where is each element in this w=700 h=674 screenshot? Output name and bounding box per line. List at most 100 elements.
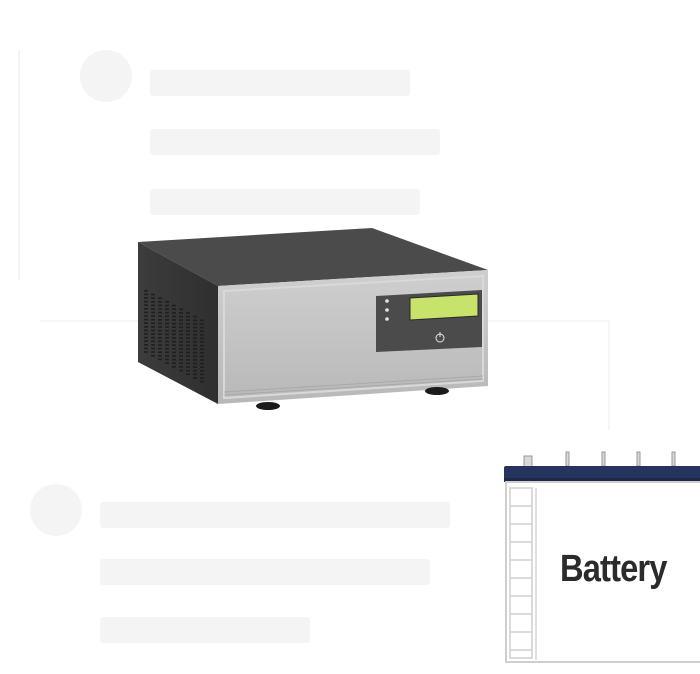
vent-slot [151,336,155,339]
vent-slot [151,340,155,343]
vent-slot [179,330,183,332]
vent-slot [158,308,162,310]
vent-slot [193,377,197,379]
vent-slot [200,366,204,368]
vent-slot [165,301,169,303]
vent-slot [179,355,183,357]
vent-slot [179,322,183,325]
vent-slot [158,344,162,346]
vent-slot [158,340,162,343]
vent-slot [158,315,162,317]
status-led [385,299,389,303]
vent-slot [186,315,190,318]
vent-slot [179,308,183,311]
vent-slot [165,315,169,318]
vent-slot [193,373,197,376]
vent-slot [144,329,148,332]
vent-slot [193,359,197,361]
vent-slot [144,308,148,310]
vent-slot [172,340,176,343]
vent-slot [186,373,190,375]
vent-slot [200,348,204,350]
vent-slot [172,322,176,325]
vent-slot [179,315,183,318]
vent-slot [151,354,155,357]
inverter-foot-right [425,387,449,395]
vent-slot [144,304,148,306]
vent-slot [193,348,197,350]
vent-slot [200,319,204,322]
vent-slot [186,366,190,368]
faint-watermark-text-top [150,52,450,215]
inverter-foot-left [256,402,280,410]
inverter-side-face [138,242,218,404]
vent-slot [144,322,148,324]
vent-slot [186,330,190,332]
vent-slot [179,369,183,372]
vent-slot [193,341,197,343]
vent-slot [172,326,176,328]
battery-body [505,481,700,663]
vent-slot [144,290,148,292]
vent-slot [144,297,148,299]
vent-slot [144,318,148,321]
vent-slot [165,326,169,328]
vent-slot [200,337,204,340]
vent-slot [165,344,169,346]
vent-slot [158,319,162,321]
vent-slot [165,340,169,343]
vent-slot [165,362,169,364]
power-icon [435,332,445,343]
vent-slot [200,352,204,354]
vent-slot [151,304,155,307]
vent-slot [193,323,197,325]
vent-slot [172,333,176,336]
vent-slot [151,293,155,296]
vent-slot [186,333,190,336]
vent-slot [172,308,176,310]
vent-slot [186,323,190,325]
vent-slot [179,348,183,350]
vent-slot [193,369,197,372]
vent-slot [151,300,155,303]
vent-slot [193,326,197,329]
vent-slot [165,304,169,307]
vent-slot [144,300,148,303]
vent-slot [165,358,169,361]
vent-slot [200,334,204,336]
vent-slot [151,329,155,332]
vent-slot [186,319,190,321]
vent-slot [158,347,162,350]
vent-slot [200,370,204,372]
vent-slot [186,369,190,372]
vent-slot [144,347,148,350]
vent-slot [158,304,162,307]
vent-slot [186,312,190,314]
vent-slot [144,340,148,342]
vent-slot [165,333,169,336]
vent-slot [172,304,176,307]
vent-slot [144,311,148,314]
vent-slot [172,315,176,318]
vent-slot [179,337,183,339]
vent-slot [200,359,204,361]
vent-slot [172,312,176,314]
vent-slot [186,348,190,350]
vent-slot [179,340,183,343]
vent-slot [186,355,190,357]
vent-slot [172,355,176,357]
vent-slot [165,355,169,357]
vent-slot [200,355,204,358]
vent-slot [158,322,162,325]
vent-slot [151,347,155,350]
vent-slot [200,377,204,379]
vent-slot [200,380,204,383]
vent-slot [186,362,190,365]
vent-slot [193,355,197,358]
faint-badge-bottom [30,484,82,536]
vent-slot [179,319,183,321]
vent-slot [144,333,148,335]
vent-slot [151,326,155,328]
vent-slot [144,315,148,317]
